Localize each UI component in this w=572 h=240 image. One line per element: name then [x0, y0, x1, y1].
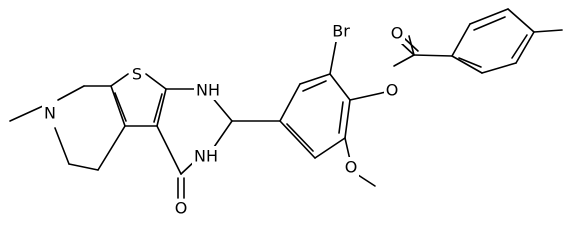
- bond: [403, 37, 419, 52]
- bond: [511, 34, 528, 59]
- bond: [153, 93, 163, 123]
- bond: [68, 163, 99, 171]
- bond: [97, 125, 126, 171]
- bond: [314, 137, 346, 159]
- bond: [210, 95, 233, 122]
- bond: [473, 16, 506, 31]
- bond: [451, 55, 483, 74]
- bond: [299, 73, 331, 85]
- core-carbonyl-oxygen-label: O: [175, 199, 188, 218]
- bond: [393, 54, 415, 67]
- atom-label-layer: S N NH NH O Br O O O: [42, 22, 405, 218]
- bond: [515, 31, 535, 64]
- bond: [302, 80, 327, 92]
- bond: [114, 92, 127, 122]
- bond: [458, 57, 482, 68]
- bond: [344, 99, 351, 139]
- molecule-canvas: S N NH NH O Br O O O: [9, 8, 563, 218]
- bond: [156, 88, 167, 127]
- sulfur-atom-label: S: [132, 65, 142, 84]
- ester-oxygen-atom-label: O: [386, 81, 399, 100]
- bond: [57, 85, 85, 101]
- bond-layer: [9, 8, 563, 199]
- bond: [451, 23, 471, 57]
- bond: [110, 85, 126, 127]
- bond: [110, 73, 129, 87]
- nh-top-atom-label: NH: [196, 81, 220, 100]
- bond: [533, 29, 563, 33]
- bond: [211, 120, 233, 151]
- nh-bottom-atom-label: NH: [194, 147, 218, 166]
- bond: [413, 54, 453, 57]
- bond: [344, 137, 351, 161]
- ring-nitrogen-atom-label: N: [44, 104, 56, 123]
- bond: [156, 125, 182, 175]
- bond: [329, 41, 337, 75]
- methoxy-oxygen-atom-label: O: [345, 158, 358, 177]
- bromine-atom-label: Br: [332, 22, 350, 41]
- ester-carbonyl-oxygen-label: O: [391, 24, 404, 43]
- molecule-structure: S N NH NH O Br O O O: [9, 8, 563, 218]
- bond: [399, 41, 415, 56]
- bond: [145, 73, 167, 90]
- bond: [286, 123, 314, 152]
- bond: [349, 91, 387, 101]
- bond: [338, 101, 344, 134]
- bond: [481, 62, 517, 74]
- bond: [279, 83, 301, 122]
- bond: [54, 127, 70, 165]
- bond: [469, 8, 509, 25]
- bond: [9, 105, 44, 122]
- bond: [507, 8, 535, 33]
- bond: [329, 73, 351, 101]
- bond: [279, 120, 316, 159]
